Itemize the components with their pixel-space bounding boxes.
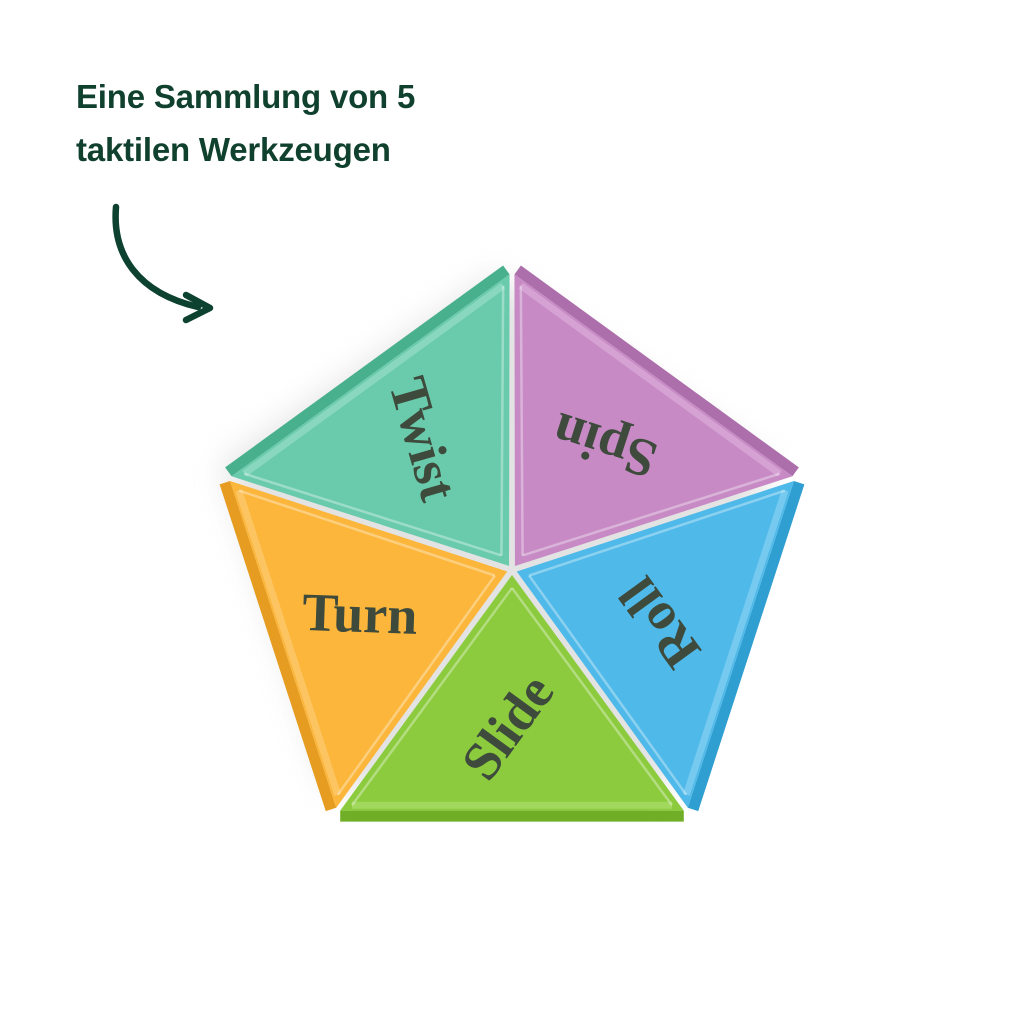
segment-inner-seam-0 [243, 472, 502, 557]
segment-bevel-highlight [242, 282, 506, 477]
segment-inner-seam-0 [528, 489, 786, 577]
segment-bevel-highlight [235, 489, 342, 796]
segment-edge-outer [225, 265, 510, 477]
segment-face[interactable] [231, 274, 510, 566]
segment-bevel-highlight [682, 489, 789, 796]
segment-inner-seam-1 [522, 472, 781, 557]
segment-face[interactable] [230, 480, 508, 808]
pentagon-segment-turn[interactable]: Turn [219, 480, 508, 812]
segment-inner-seam-0 [519, 285, 524, 556]
segment-inner-seam-1 [528, 574, 688, 796]
segment-face[interactable] [514, 274, 793, 566]
segment-edge-outer [514, 265, 799, 477]
segment-inner-seam-1 [500, 285, 505, 556]
segment-edge-outer [219, 480, 337, 812]
segment-inner-seam-0 [336, 574, 496, 796]
page-headline: Eine Sammlung von 5 taktilen Werkzeugen [76, 78, 416, 169]
pentagon-segment-spin[interactable]: Spin [514, 265, 799, 566]
pentagon-segment-roll[interactable]: Roll [516, 480, 805, 812]
segment-inner-seam-0 [510, 587, 673, 806]
pentagon-segment-twist[interactable]: Twist [225, 265, 510, 566]
segment-face[interactable] [340, 575, 684, 811]
segment-inner-seam-1 [238, 489, 496, 577]
pentagon-segment-slide[interactable]: Slide [340, 575, 684, 822]
segment-edge-outer [340, 810, 684, 822]
segment-bevel-highlight [518, 282, 782, 477]
segment-label-turn: Turn [301, 582, 418, 646]
segment-face[interactable] [516, 480, 794, 808]
segment-inner-seam-1 [351, 587, 514, 806]
segment-edge-outer [687, 480, 805, 812]
